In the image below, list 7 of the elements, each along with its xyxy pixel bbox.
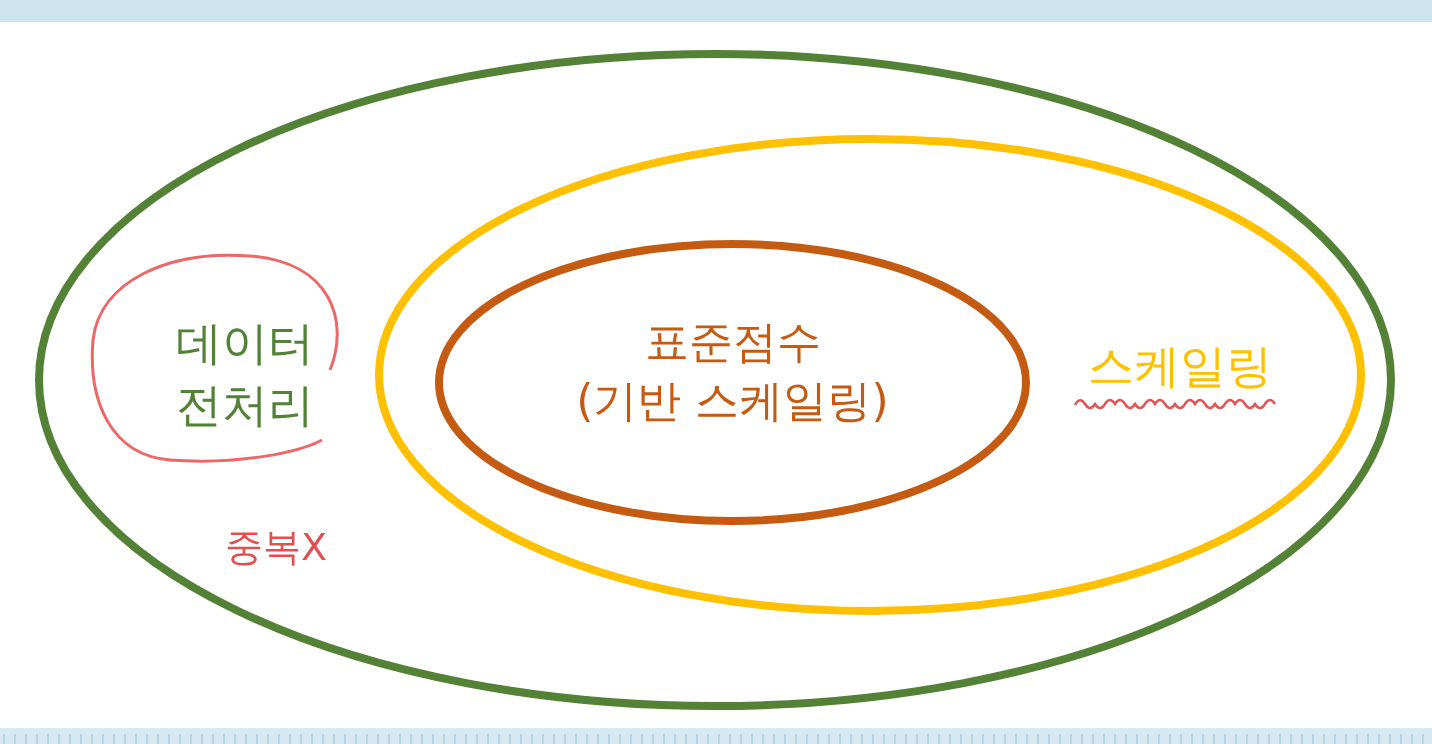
ellipse-label: 스케일링 xyxy=(1087,338,1273,395)
ellipse-label: 데이터 전처리 xyxy=(175,315,315,435)
ellipse xyxy=(435,240,1030,525)
ellipse xyxy=(35,50,1395,710)
ellipse-label: 표준점수 (기반 스케일링) xyxy=(575,315,890,429)
handwritten-note: 중복X xyxy=(225,524,328,571)
ellipse xyxy=(375,135,1365,615)
